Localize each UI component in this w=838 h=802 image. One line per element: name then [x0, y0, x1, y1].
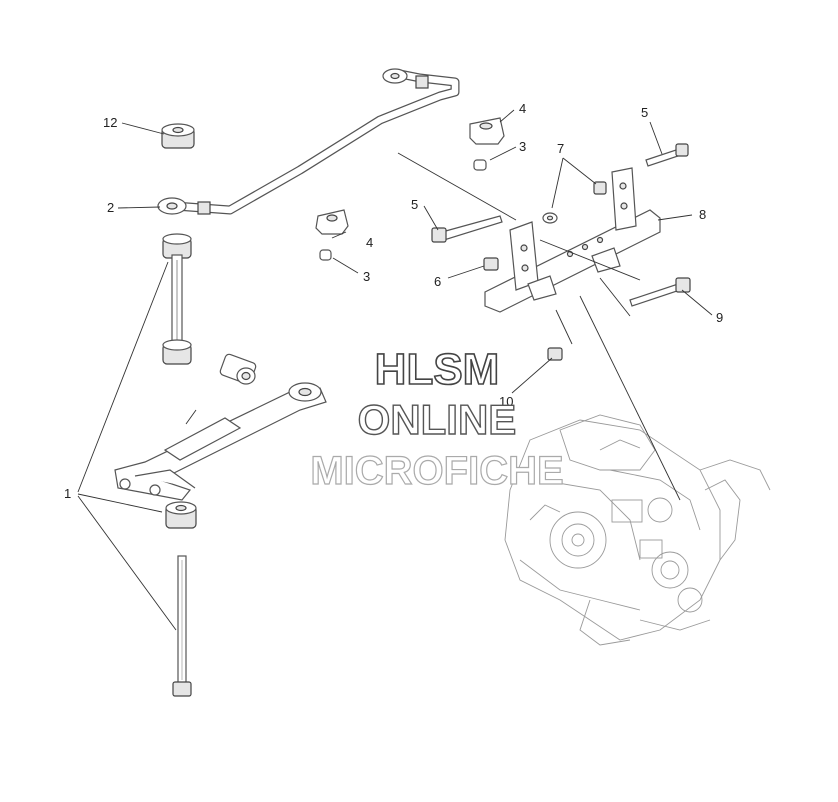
control-arm: [114, 353, 327, 501]
callout-7: 7: [557, 141, 564, 156]
bushing-lower: [165, 501, 197, 529]
bushing-12: [161, 123, 195, 149]
long-bolt: [172, 555, 192, 697]
callout-12: 12: [103, 115, 117, 130]
leader-lines: [77, 109, 713, 631]
callout-3-upper: 3: [519, 139, 526, 154]
washer-7: [542, 212, 558, 224]
watermark-line-2: ONLINE: [358, 396, 517, 443]
watermark: HLSM ONLINE MICROFICHE: [310, 344, 565, 493]
clamp-bushing-4-lower: [315, 209, 349, 261]
callout-labels: 12 2 1 4 3 4 3 7 5 5 8 6 9 10: [64, 101, 723, 501]
nut-6: [483, 257, 499, 271]
callout-9: 9: [716, 310, 723, 325]
nut-7: [593, 181, 607, 195]
callout-4-lower: 4: [366, 235, 373, 250]
engine-assembly: [504, 414, 771, 646]
clamp-bushing-4-upper: [469, 117, 505, 171]
callout-6: 6: [434, 274, 441, 289]
callout-3-lower: 3: [363, 269, 370, 284]
stabilizer-bar: [157, 68, 460, 215]
bolt-9: [629, 277, 691, 307]
callout-5-right: 5: [641, 105, 648, 120]
bolt-5-right: [645, 143, 689, 167]
nut-10: [547, 347, 563, 361]
callout-4-upper: 4: [519, 101, 526, 116]
callout-1: 1: [64, 486, 71, 501]
callout-5-left: 5: [411, 197, 418, 212]
bracket-8: [484, 167, 661, 313]
watermark-line-1: HLSM: [375, 345, 500, 394]
callout-8: 8: [699, 207, 706, 222]
callout-2: 2: [107, 200, 114, 215]
callout-10: 10: [499, 394, 513, 409]
watermark-line-3: MICROFICHE: [310, 449, 563, 493]
link-rod: [162, 233, 192, 365]
bolt-5-left: [431, 215, 503, 243]
